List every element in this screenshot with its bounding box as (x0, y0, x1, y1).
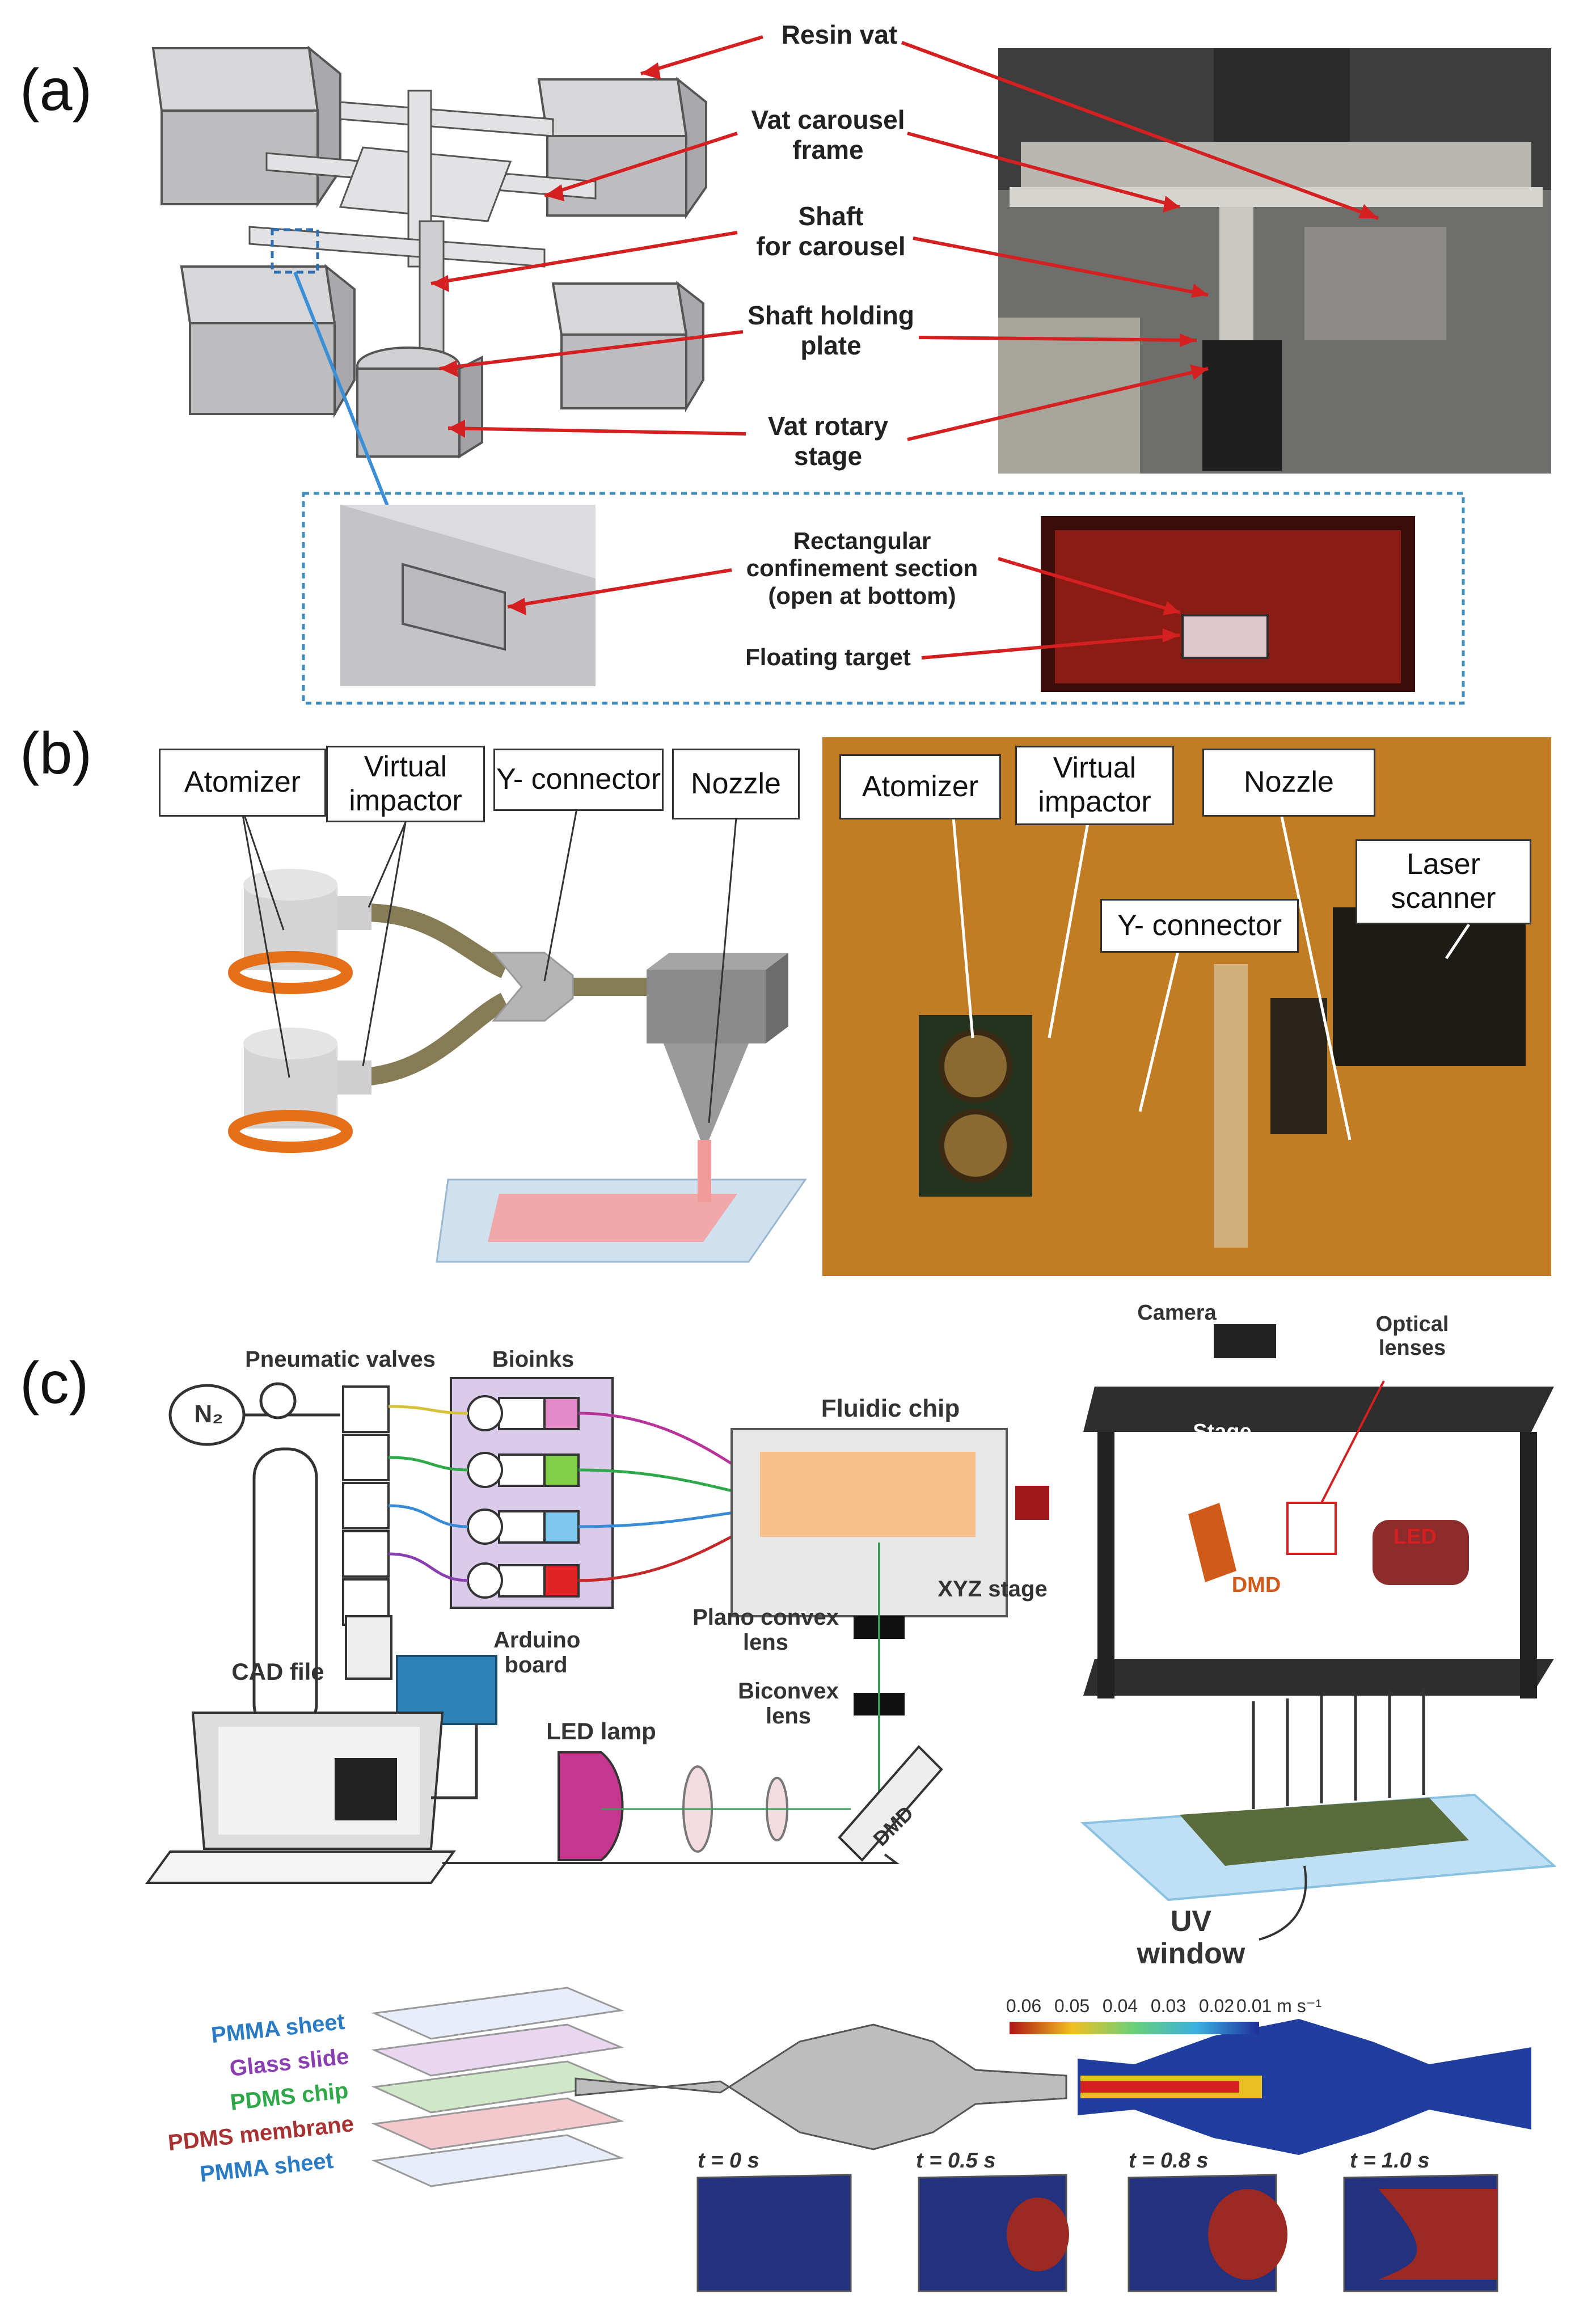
panel-label-a: (a) (20, 57, 92, 123)
photo-label-nozzle: Nozzle (1202, 749, 1375, 817)
label-xyz-stage: XYZ stage (938, 1577, 1048, 1602)
label-n2: N₂ (194, 1400, 223, 1428)
panel-a-arrows (430, 35, 1379, 441)
colorbar-tick-5: 0.02 (1198, 1996, 1235, 2016)
time-label-2: t = 0.8 s (1129, 2149, 1209, 2173)
panel-label-c: (c) (20, 1350, 89, 1416)
label-camera: Camera (1137, 1301, 1217, 1325)
label-stage: Stage (1193, 1420, 1252, 1444)
label-cad-file: CAD file (231, 1658, 324, 1685)
label-uv-window: UV window (1137, 1905, 1245, 1971)
colorbar-tick-1: 0.06 (1006, 1996, 1042, 2016)
schematic-label-nozzle: Nozzle (672, 749, 800, 819)
label-bioinks: Bioinks (492, 1347, 575, 1372)
colorbar-tick-6: 0.01 m s⁻¹ (1236, 1996, 1322, 2016)
label-pneumatic-valves: Pneumatic valves (245, 1347, 436, 1372)
time-label-0: t = 0 s (698, 2149, 759, 2173)
label-led-lamp: LED lamp (546, 1718, 656, 1744)
label-vat-rotary-stage: Vat rotary stage (767, 411, 889, 471)
label-led: LED (1394, 1525, 1437, 1549)
label-arduino: Arduino board (493, 1628, 581, 1677)
schematic-label-atomizer: Atomizer (159, 749, 326, 817)
atomizer-bottom (228, 1028, 371, 1153)
label-vat-carousel-frame: Vat carousel frame (751, 105, 905, 164)
label-rect-confinement: Rectangular confinement section (open at… (746, 527, 978, 609)
panel-label-b: (b) (20, 721, 92, 787)
label-optical-lenses: Optical lenses (1375, 1312, 1449, 1360)
cad-vat-bottom-left (180, 264, 356, 419)
time-label-1: t = 0.5 s (916, 2149, 996, 2173)
schematic-label-y-connector: Y- connector (493, 749, 664, 811)
cad-vat-top-left (151, 45, 341, 208)
cad-vat-bottom-right (551, 281, 704, 413)
label-plano-convex: Plano convex lens (693, 1605, 839, 1655)
panel-a-arrowheads (431, 62, 1378, 438)
schematic-label-virtual-impactor: Virtual impactor (326, 746, 485, 822)
atomizer-top (228, 869, 371, 994)
label-shaft-for-carousel: Shaft for carousel (756, 201, 906, 261)
label-floating-target: Floating target (745, 644, 911, 670)
colorbar-tick-2: 0.05 (1054, 1996, 1090, 2016)
label-dmd-rig: DMD (1231, 1573, 1281, 1597)
label-resin-vat: Resin vat (781, 20, 898, 49)
cad-rotary-stage (356, 347, 483, 459)
cad-carousel-frame (248, 90, 597, 268)
photo-label-atomizer: Atomizer (839, 754, 1001, 819)
label-shaft-holding-plate: Shaft holding plate (748, 301, 914, 360)
photo-label-laser-scanner: Laser scanner (1356, 839, 1531, 924)
photo-label-virtual-impactor: Virtual impactor (1015, 746, 1174, 825)
colorbar-tick-3: 0.04 (1102, 1996, 1138, 2016)
photo-label-y-connector: Y- connector (1100, 899, 1299, 953)
colorbar-tick-4: 0.03 (1150, 1996, 1186, 2016)
label-biconvex: Biconvex lens (738, 1679, 839, 1729)
time-label-3: t = 1.0 s (1350, 2149, 1430, 2173)
label-fluidic-chip: Fluidic chip (821, 1395, 960, 1422)
